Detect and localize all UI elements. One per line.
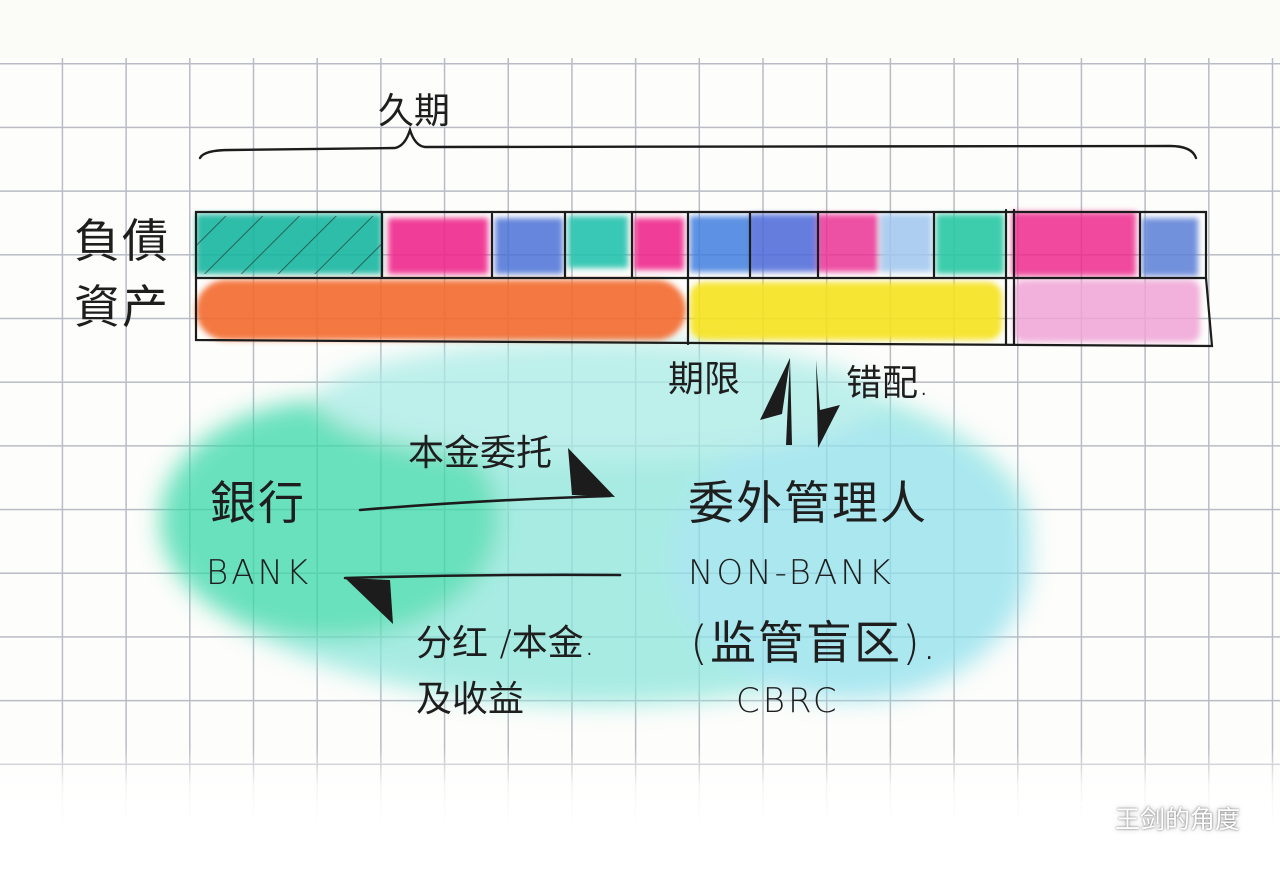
assets-blocks (196, 280, 1200, 342)
regulator-label: CBRC (736, 681, 840, 721)
duration-label: 久期 (378, 91, 451, 132)
maturity-grid (194, 208, 1214, 348)
arrow-return-label-2: 及收益 (416, 679, 525, 720)
hatched-block (196, 216, 382, 274)
wechat-logo-icon (1067, 802, 1105, 834)
watermark-text: 王剑的角度 (1114, 805, 1240, 834)
arrow-return (343, 573, 622, 624)
arrow-principal-label: 本金委托 (408, 433, 553, 474)
row-label-liabilities: 負債 (74, 214, 170, 268)
row-label-assets: 資产 (74, 280, 170, 334)
arrow-principal (358, 448, 615, 512)
mismatch-arrows (760, 358, 840, 448)
mismatch-label-right: 错配. (846, 363, 930, 404)
arrow-return-label-1: 分红 /本金. (416, 623, 596, 664)
bank-label-cn: 銀行 (210, 476, 306, 530)
nonbank-label-cn: 委外管理人 (688, 476, 928, 530)
watermark: 王剑的角度 (1067, 800, 1240, 836)
regulatory-blind-spot-label: (监管盲区). (690, 616, 939, 670)
bank-label-en: BANK (206, 553, 312, 593)
paper-torn-edge (0, 748, 1280, 874)
mismatch-label-left: 期限 (668, 359, 741, 400)
mint-wash (160, 340, 1030, 705)
nonbank-label-en: NON-BANK (688, 553, 894, 593)
duration-brace (198, 125, 1198, 160)
